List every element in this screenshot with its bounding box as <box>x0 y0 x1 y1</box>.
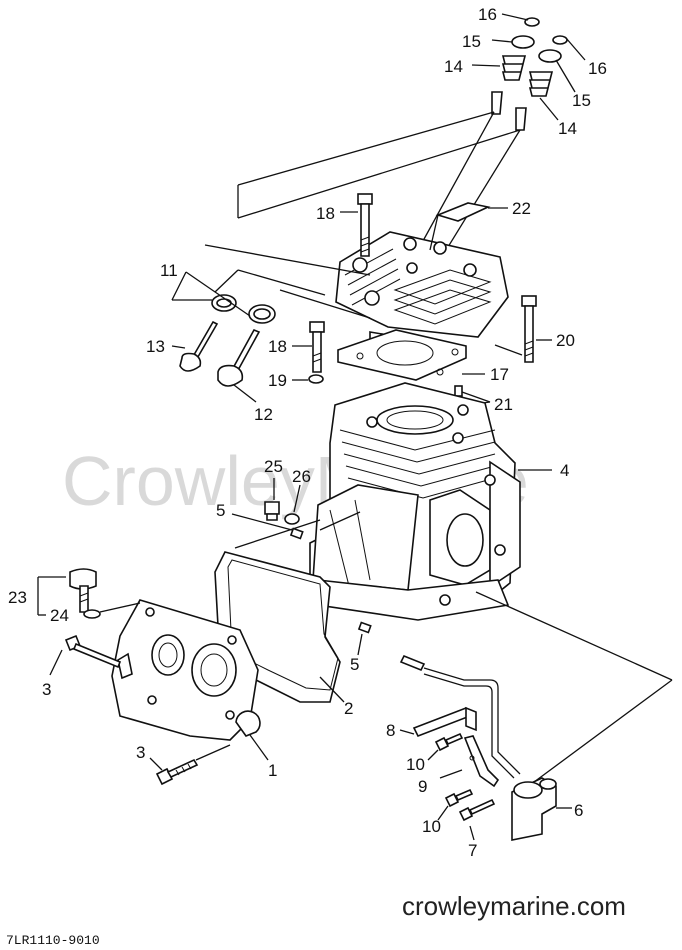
intake-valve <box>171 320 219 372</box>
dowel-pin-a <box>454 385 463 397</box>
bracket-bolt-upper <box>427 732 464 761</box>
callout-16: 16 <box>588 59 607 78</box>
callout-22: 22 <box>512 199 531 218</box>
head-cover-plate <box>435 202 491 222</box>
head-body <box>335 231 509 338</box>
cylinder-head <box>335 231 509 346</box>
callout-1: 1 <box>268 761 277 780</box>
head-bolt-right <box>494 295 552 363</box>
collet-left <box>524 17 540 27</box>
callout-10: 10 <box>406 755 425 774</box>
callout-15: 15 <box>572 91 591 110</box>
dowel-pin-upper <box>289 527 304 540</box>
callout-26: 26 <box>292 467 311 486</box>
callout-2: 2 <box>344 699 353 718</box>
governor-plate <box>412 706 472 738</box>
callout-labels: 16 15 14 16 15 14 18 22 11 13 18 20 19 1… <box>8 5 607 860</box>
head-bolt-top <box>340 193 373 257</box>
callout-6: 6 <box>574 801 583 820</box>
retainer-left <box>511 35 535 49</box>
callout-10: 10 <box>422 817 441 836</box>
callout-3: 3 <box>42 680 51 699</box>
governor-lever <box>463 735 500 788</box>
callout-18: 18 <box>316 204 335 223</box>
callout-15: 15 <box>462 32 481 51</box>
callout-12: 12 <box>254 405 273 424</box>
callout-4: 4 <box>560 461 569 480</box>
callout-5: 5 <box>216 501 225 520</box>
callout-24: 24 <box>50 606 69 625</box>
callout-25: 25 <box>264 457 283 476</box>
plug-washer <box>284 513 300 525</box>
exhaust-valve <box>217 328 261 403</box>
crankcase <box>309 382 552 621</box>
governor-housing <box>511 777 572 841</box>
bracket-bolt-lower <box>437 788 474 821</box>
valve-guide-right <box>515 107 527 131</box>
head-bolt-lower <box>292 321 325 373</box>
retainer-right <box>538 49 562 63</box>
cover-body <box>111 599 259 741</box>
collet-right <box>552 35 568 45</box>
callout-7: 7 <box>468 841 477 860</box>
crankcase-cover <box>111 599 269 761</box>
callout-18: 18 <box>268 337 287 356</box>
callout-11: 11 <box>160 261 178 280</box>
callout-9: 9 <box>418 777 427 796</box>
washer <box>308 374 324 384</box>
drain-plug <box>264 478 280 521</box>
valve-spring-left <box>501 55 527 81</box>
governor-rod <box>399 654 521 779</box>
oil-filler-cap <box>69 568 97 613</box>
callout-17: 17 <box>490 365 509 384</box>
callout-19: 19 <box>268 371 287 390</box>
callout-21: 21 <box>494 395 513 414</box>
callout-5: 5 <box>350 655 359 674</box>
housing-bolt <box>458 798 496 841</box>
valve-guide-left <box>491 91 503 115</box>
callout-16: 16 <box>478 5 497 24</box>
callout-3: 3 <box>136 743 145 762</box>
callout-14: 14 <box>444 57 463 76</box>
cover-bolt-upper <box>49 634 122 676</box>
callout-8: 8 <box>386 721 395 740</box>
valve-spring-group <box>471 13 586 131</box>
site-url-text: crowleymarine.com <box>402 891 626 921</box>
callout-23: 23 <box>8 588 27 607</box>
head-gasket <box>337 329 485 381</box>
cover-bolt-lower <box>149 744 231 786</box>
drawing-code: 7LR1110-9010 <box>6 933 100 948</box>
callout-20: 20 <box>556 331 575 350</box>
callout-13: 13 <box>146 337 165 356</box>
o-ring <box>83 609 101 619</box>
valve-spring-right <box>528 71 554 97</box>
dowel-pin-lower <box>357 621 372 634</box>
callout-14: 14 <box>558 119 577 138</box>
